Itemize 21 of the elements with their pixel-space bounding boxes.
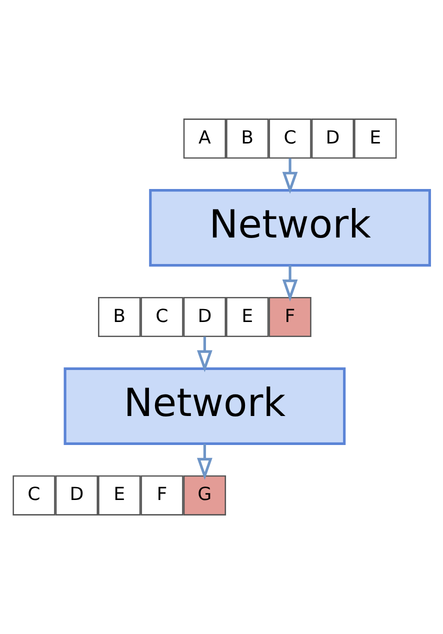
node-box: C — [140, 296, 184, 338]
node-box: B — [226, 118, 269, 159]
node-box: E — [226, 296, 269, 338]
node-box: D — [55, 475, 98, 516]
arrow — [282, 158, 298, 194]
arrow — [196, 336, 212, 372]
node-box: D — [183, 296, 226, 338]
node-box: A — [183, 118, 226, 159]
node-box: Network — [64, 367, 346, 445]
node-box: C — [268, 118, 312, 159]
node-box: B — [98, 296, 141, 338]
node-box: F — [268, 296, 312, 338]
node-box: E — [98, 475, 141, 516]
node-box: E — [354, 118, 397, 159]
node-box: C — [12, 475, 56, 516]
node-box: F — [140, 475, 184, 516]
arrow — [196, 444, 212, 480]
node-box: D — [311, 118, 354, 159]
node-box: Network — [149, 189, 431, 267]
arrow — [282, 265, 298, 302]
node-box: G — [183, 475, 226, 516]
